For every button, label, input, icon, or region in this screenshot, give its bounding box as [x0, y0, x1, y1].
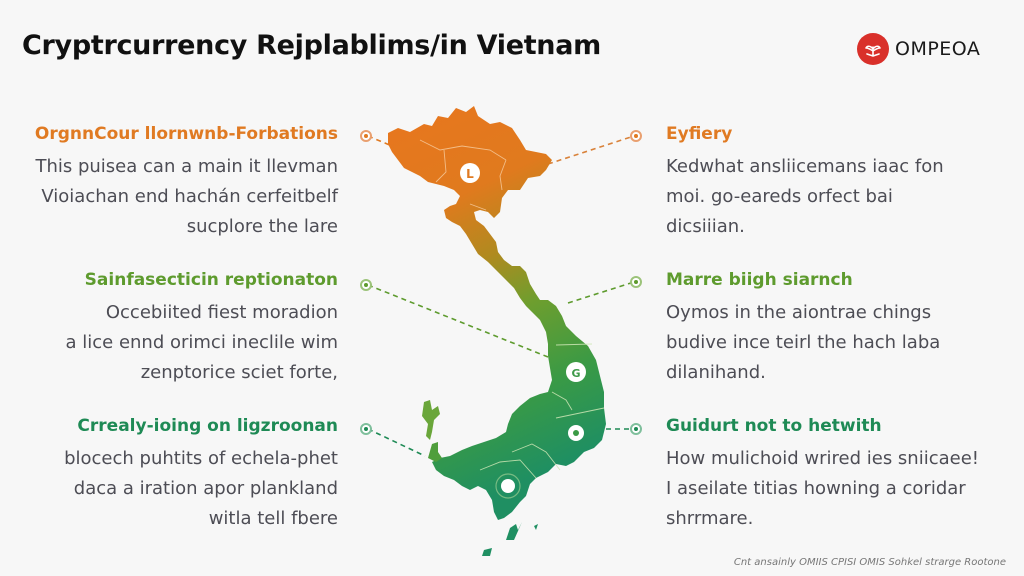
leaf-book-icon [857, 33, 889, 65]
south-marker [501, 479, 515, 493]
block-heading: Guidurt not to hetwith [666, 416, 882, 436]
brand-logo[interactable]: OMPEOA [857, 33, 980, 65]
block-body: Oymos in the aiontrae chings budive ince… [666, 302, 941, 383]
footer-caption: Cnt ansainly OMIIS CPISI OMIS Sohkel str… [733, 557, 1006, 568]
page-title: Cryptrcurrency Rejplablims/in Vietnam [22, 30, 601, 61]
block-heading: Sainfasecticin reptionaton [84, 270, 338, 290]
block-heading: Crrealy-ioing on ligzroonan [77, 416, 338, 436]
info-block-right-2: Marre biigh siarnch Oymos in the aiontra… [666, 270, 986, 388]
south-east-marker [568, 425, 584, 441]
block-body: blocech puhtits of echela-phet daca a ir… [64, 448, 338, 529]
connector-nodes [360, 130, 642, 435]
block-heading: Marre biigh siarnch [666, 270, 853, 290]
info-block-right-3: Guidurt not to hetwith How mulichoid wri… [666, 416, 986, 534]
info-block-left-2: Sainfasecticin reptionaton Occebiited fi… [18, 270, 339, 388]
info-block-left-1: OrgnnCour llornwnb-Forbations This puise… [18, 124, 338, 242]
svg-text:L: L [466, 167, 474, 181]
block-body: This puisea can a main it llevman Vioiac… [35, 156, 338, 237]
svg-text:G: G [571, 367, 580, 380]
logo-text: OMPEOA [895, 38, 981, 60]
info-block-right-1: Eyfiery Kedwhat ansliicemans iaac fon mo… [666, 124, 986, 242]
map-markers: L G [460, 163, 586, 499]
block-heading: OrgnnCour llornwnb-Forbations [34, 124, 338, 144]
block-body: How mulichoid wrired ies sniicaee! I ase… [666, 448, 980, 529]
info-block-left-3: Crrealy-ioing on ligzroonan blocech puht… [18, 416, 338, 534]
block-body: Occebiited fiest moradion a lice ennd or… [65, 302, 339, 383]
central-marker [566, 362, 586, 382]
block-heading: Eyfiery [666, 124, 733, 144]
north-marker [460, 163, 480, 183]
block-body: Kedwhat ansliicemans iaac fon moi. go-ea… [666, 156, 944, 237]
